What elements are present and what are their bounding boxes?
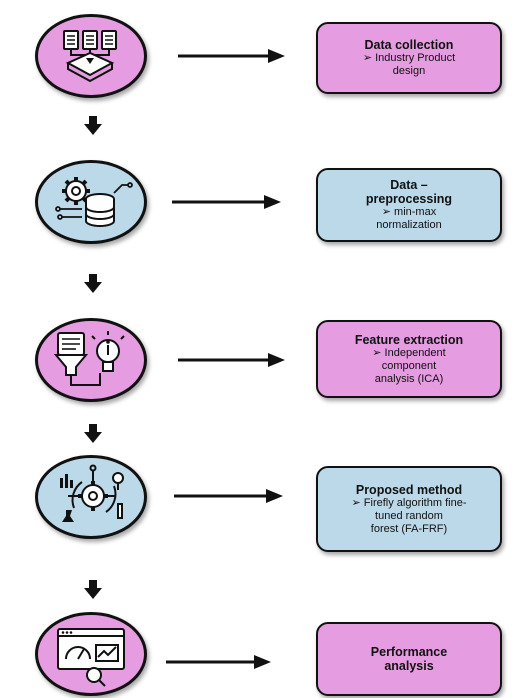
step-5-title-line-2: analysis [384, 659, 434, 673]
step-3-title: Feature extraction [354, 332, 464, 347]
step-2-detail-line-1: ➢ min-max [381, 206, 437, 218]
step-3-circle [35, 318, 147, 402]
step-3-detail-line-2: component [381, 359, 437, 372]
bullet-arrow-icon: ➢ [381, 206, 391, 218]
step-3-box: Feature extraction ➢ Independent compone… [316, 320, 502, 398]
right-arrow-4 [174, 489, 283, 503]
step-2-box: Data – preprocessing ➢ min-max normaliza… [316, 168, 502, 242]
step-4-detail-line-1: ➢ Firefly algorithm fine- [351, 496, 467, 509]
down-arrow-1 [84, 116, 102, 135]
step-4-circle [35, 455, 147, 539]
right-arrow-3 [178, 353, 285, 367]
dashboard-magnifier-icon [57, 628, 125, 687]
step-3-detail-line-3: analysis (ICA) [374, 372, 444, 385]
step-1-circle [35, 14, 147, 98]
step-4-detail-line-3: forest (FA-FRF) [370, 522, 448, 535]
step-2-circle [35, 160, 147, 244]
step-1-detail-line-2: design [392, 65, 426, 77]
step-2-detail-line-2: normalization [376, 219, 442, 231]
bullet-arrow-icon: ➢ [372, 346, 382, 359]
right-arrow-1 [178, 49, 285, 63]
funnel-lightbulb-icon [53, 331, 125, 386]
gear-database-icon [55, 177, 133, 227]
step-2-title-line-1: Data – [390, 178, 428, 192]
step-1-title: Data collection [364, 38, 454, 52]
step-5-title-line-1: Performance [370, 645, 448, 659]
bullet-arrow-icon: ➢ [351, 496, 361, 509]
step-1-detail-line-1: ➢ Industry Product [362, 52, 456, 64]
step-5-box: Performance analysis [316, 622, 502, 696]
step-4-box: Proposed method ➢ Firefly algorithm fine… [316, 466, 502, 552]
step-3-detail-line-1: ➢ Independent [372, 346, 446, 359]
step-4-detail-line-2: tuned random [375, 509, 443, 522]
step-1-box: Data collection ➢ Industry Product desig… [316, 22, 502, 94]
documents-tray-icon [63, 30, 117, 83]
right-arrow-2 [172, 195, 281, 209]
step-4-title: Proposed method [355, 482, 463, 497]
down-arrow-3 [84, 424, 102, 443]
bullet-arrow-icon: ➢ [362, 52, 373, 64]
step-5-circle [35, 612, 147, 696]
step-2-title-line-2: preprocessing [365, 192, 453, 206]
down-arrow-2 [84, 274, 102, 293]
down-arrow-4 [84, 580, 102, 599]
right-arrow-5 [166, 655, 271, 669]
algorithm-gear-icon [60, 464, 124, 522]
